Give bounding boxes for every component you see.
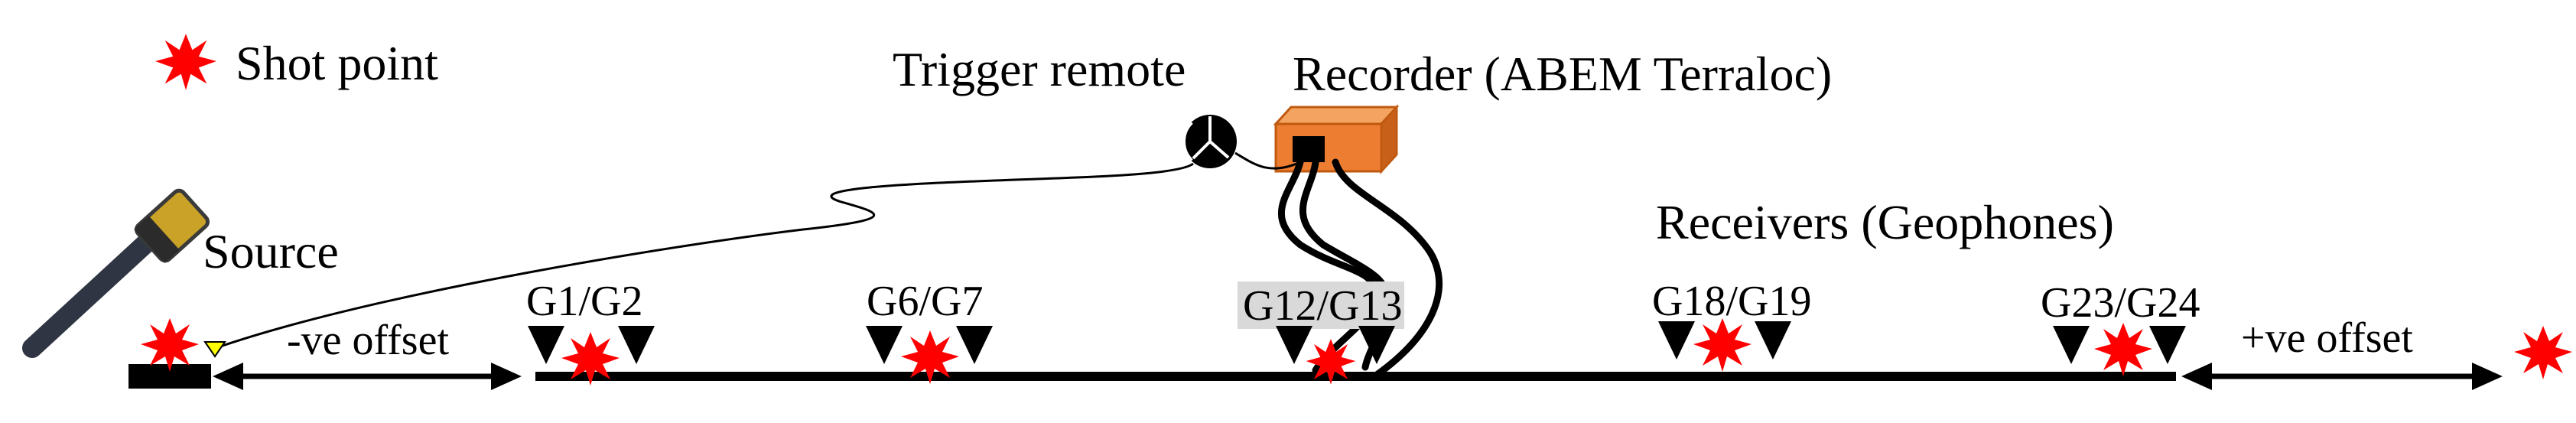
trigger-remote-icon (1182, 115, 1237, 168)
trigger-remote-label: Trigger remote (893, 42, 1186, 96)
source-label: Source (203, 224, 339, 278)
geophone-pair-label: G18/G19 (1652, 278, 1811, 325)
geophone-pair-4: G18/G19 (1652, 278, 1811, 360)
negative-offset-label: -ve offset (287, 317, 449, 364)
geophone-marker (1658, 321, 1695, 360)
shot-point (2514, 326, 2572, 379)
geophone-marker (618, 326, 655, 364)
geophone-marker (2149, 326, 2186, 364)
positive-offset-label: +ve offset (2241, 314, 2413, 362)
recorder-icon (1273, 104, 1400, 174)
receivers-label: Receivers (Geophones) (1656, 195, 2114, 249)
geophone-marker (956, 326, 993, 364)
highlight-box (1238, 281, 1404, 329)
shot-point (141, 318, 199, 372)
geophone-marker (866, 326, 903, 364)
hammer-source-icon (22, 188, 210, 358)
geophone-marker (1358, 326, 1395, 364)
positive-offset-arrow (2181, 363, 2503, 390)
negative-offset-arrow (213, 363, 522, 390)
shot-point (2094, 323, 2152, 376)
geophone-pair-label: G1/G2 (526, 278, 642, 325)
recorder-cables (1277, 158, 1443, 379)
legend: Shot point (155, 34, 438, 90)
geophone-pair-label: G12/G13 (1243, 282, 1402, 330)
geophone-marker (1276, 326, 1312, 364)
recorder-label: Recorder (ABEM Terraloc) (1293, 47, 1832, 101)
geophone-marker (2053, 326, 2090, 364)
geophone-marker (528, 326, 564, 364)
trigger-to-recorder-cable (1234, 151, 1301, 170)
geophone-pair-label: G23/G24 (2041, 279, 2200, 327)
geophone-pair-3: G12/G13 (1238, 281, 1404, 364)
trigger-cable (215, 162, 1194, 350)
legend-shot-point-label: Shot point (236, 36, 438, 90)
geophone-pair-5: G23/G24 (2041, 279, 2200, 364)
geophone-marker (1755, 321, 1791, 360)
source-marker (203, 341, 226, 358)
geophone-pair-2: G6/G7 (866, 278, 993, 364)
shot-point-legend-icon (155, 34, 216, 90)
geophone-pair-1: G1/G2 (526, 278, 655, 364)
geophone-pair-label: G6/G7 (867, 278, 983, 325)
shot-point (1693, 318, 1751, 372)
